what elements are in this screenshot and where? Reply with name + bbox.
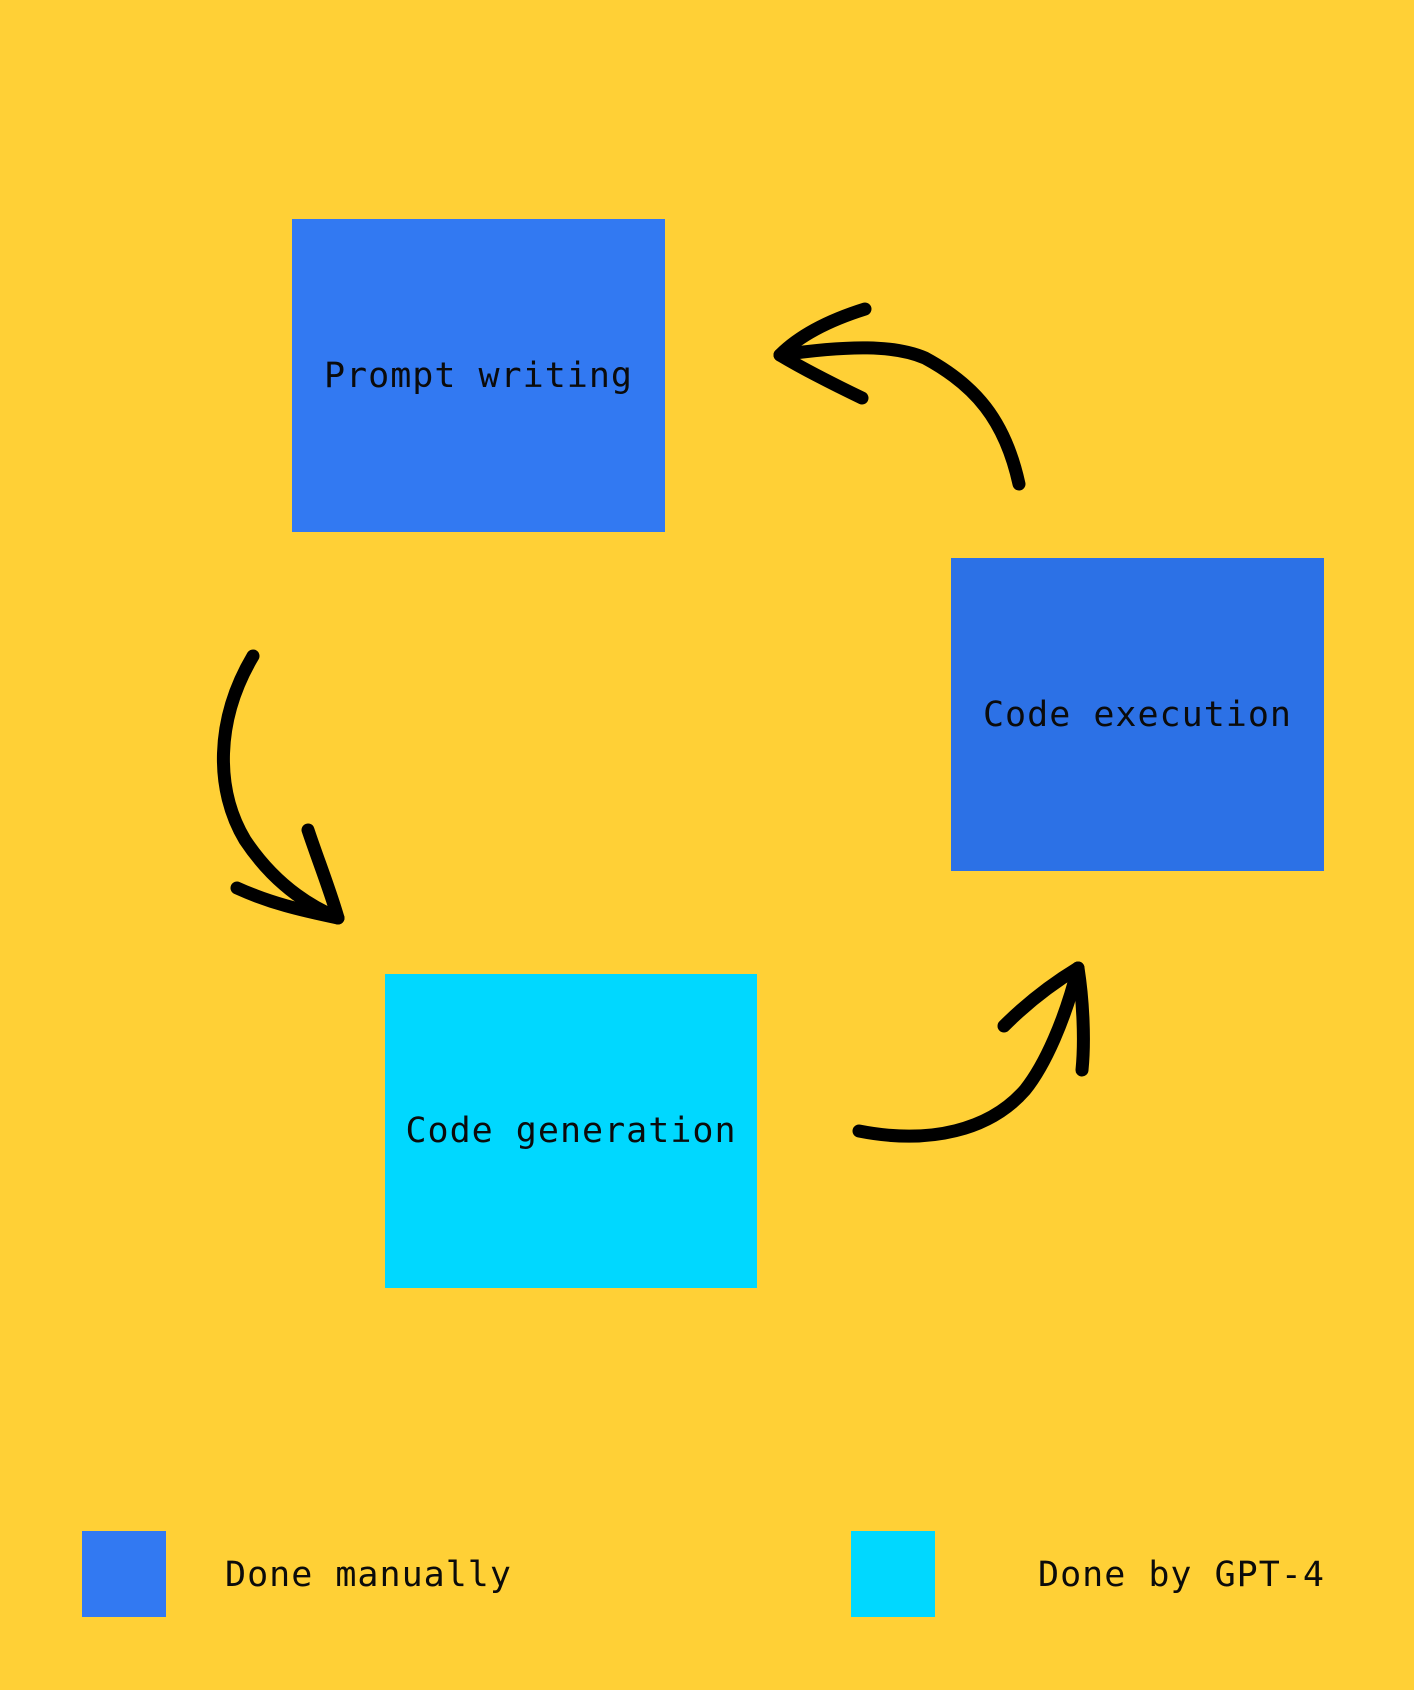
legend-swatch-manual <box>82 1531 166 1617</box>
code-generation-node: Code generation <box>385 974 757 1288</box>
code-execution-node: Code execution <box>951 558 1324 871</box>
legend-label-gpt: Done by GPT-4 <box>1038 1555 1325 1595</box>
prompt-writing-label: Prompt writing <box>323 355 633 396</box>
legend-label-manual: Done manually <box>225 1555 512 1595</box>
curved-arrow-icon <box>773 302 1026 491</box>
prompt-writing-node: Prompt writing <box>292 219 665 532</box>
curved-arrow-icon <box>852 961 1090 1143</box>
curved-arrow-icon <box>216 649 345 925</box>
legend-swatch-gpt <box>851 1531 935 1617</box>
code-generation-label: Code generation <box>405 1111 737 1151</box>
code-execution-label: Code execution <box>982 694 1292 735</box>
